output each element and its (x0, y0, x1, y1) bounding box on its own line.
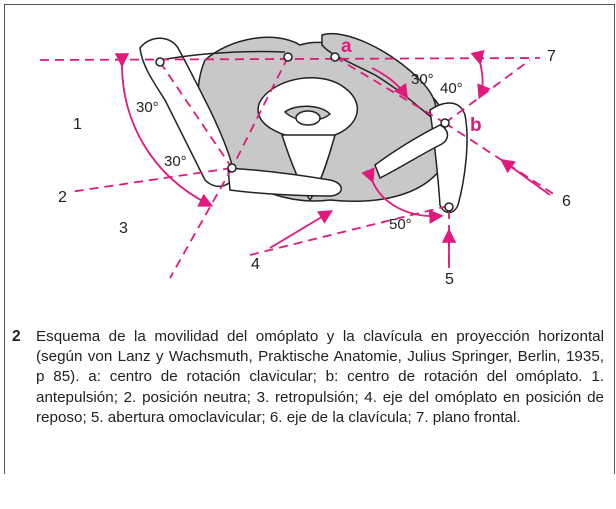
anatomy-diagram: a b 30° 30° 30° 40° 50° 1 2 3 4 5 6 7 (0, 0, 616, 320)
figure-number: 2 (12, 327, 21, 347)
angle-label-3: 30° (411, 71, 434, 88)
point-a-label: a (341, 36, 352, 57)
label-4: 4 (251, 256, 260, 273)
figure-caption: Esquema de la movilidad del omóplato y l… (36, 327, 604, 428)
label-6: 6 (562, 193, 571, 210)
joint-circle (445, 203, 453, 211)
point-b-label: b (470, 115, 482, 136)
label-2: 2 (58, 189, 67, 206)
angle-label-2: 30° (164, 153, 187, 170)
angle-40-arc (480, 62, 483, 96)
joint-circle (228, 164, 236, 172)
label-3: 3 (119, 220, 128, 237)
angle-label-4: 40° (440, 80, 463, 97)
angle-label-5: 50° (389, 216, 412, 233)
joint-circle (156, 58, 164, 66)
joint-circle (284, 53, 292, 61)
angle-label-1: 30° (136, 99, 159, 116)
label-1: 1 (73, 116, 82, 133)
axis-4-line (250, 206, 448, 255)
joint-circle-b (441, 119, 449, 127)
joint-circle-a (331, 53, 339, 61)
label-5: 5 (445, 271, 454, 288)
label-7: 7 (547, 48, 556, 65)
arrow-6 (503, 161, 550, 195)
